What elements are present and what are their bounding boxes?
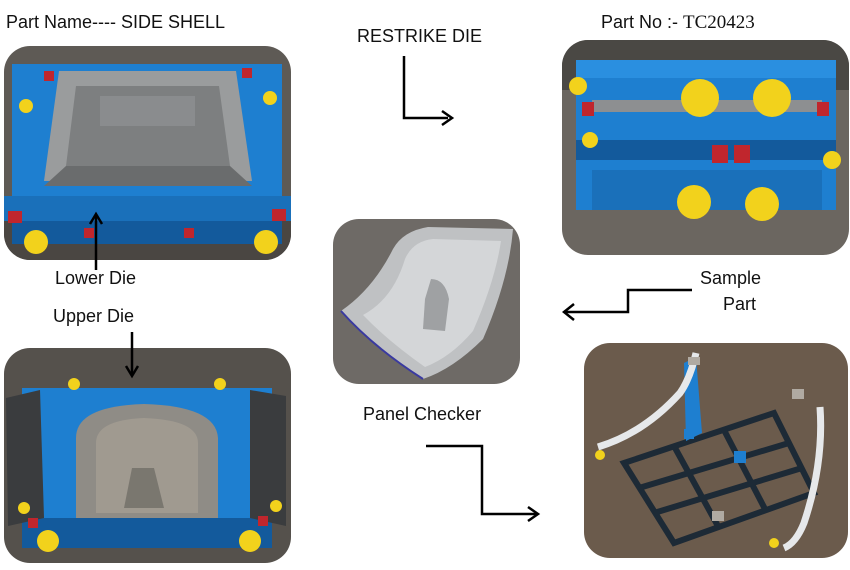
- restrike-die-label: RESTRIKE DIE: [357, 26, 483, 46]
- upper-die-photo: [4, 348, 291, 563]
- part-no-label: Part No :- TC20423: [601, 12, 755, 34]
- panel-checker-photo: [584, 343, 848, 558]
- sample-part-photo: [333, 219, 520, 384]
- part-no-prefix: Part No :-: [601, 12, 684, 32]
- panel-checker-arrow: [426, 444, 541, 523]
- upper-die-label: Upper Die: [53, 306, 135, 326]
- sample-part-label-line2: Part: [723, 294, 757, 314]
- sample-part-arrow: [561, 288, 692, 321]
- part-name-label: Part Name---- SIDE SHELL: [6, 12, 226, 32]
- lower-die-photo: [4, 46, 291, 260]
- lower-die-label: Lower Die: [55, 268, 137, 288]
- lower-die-arrow: [88, 211, 104, 270]
- part-no-value: TC20423: [683, 12, 755, 33]
- panel-checker-label: Panel Checker: [363, 404, 482, 424]
- upper-die-arrow: [124, 332, 140, 379]
- sample-part-label-line1: Sample: [700, 268, 762, 288]
- restrike-die-photo: [562, 40, 849, 255]
- restrike-arrow: [402, 56, 455, 127]
